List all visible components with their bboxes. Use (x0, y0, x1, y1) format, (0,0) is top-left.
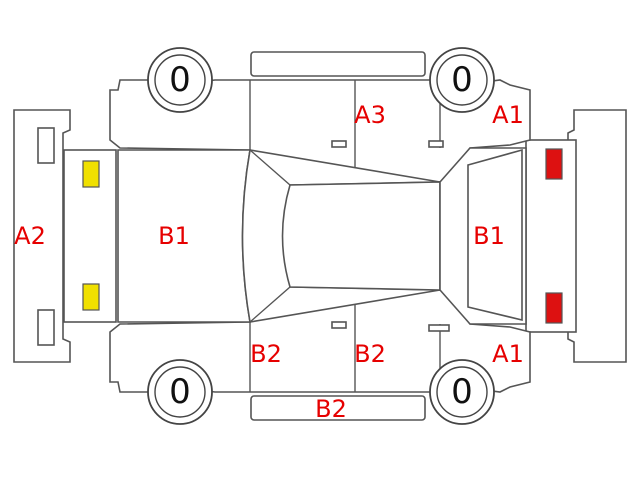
tire-front-right: 0 (147, 359, 213, 425)
rear-bumper (567, 109, 627, 363)
rear-window (467, 148, 523, 322)
front-bumper (13, 109, 71, 363)
tire-rear-left-value: 0 (451, 60, 473, 100)
label-rear-door-top: A3 (354, 101, 386, 129)
roof-edge-bottom (250, 395, 426, 421)
label-tailgate: B1 (473, 222, 505, 250)
tire-rear-left: 0 (429, 47, 495, 113)
label-rear-fender-bottom: A1 (492, 340, 524, 368)
tire-front-left: 0 (147, 47, 213, 113)
front-lamp-right (82, 283, 100, 311)
rear-lamp-right (545, 292, 563, 324)
label-rear-door-bottom: B2 (354, 340, 386, 368)
tire-rear-right-value: 0 (451, 372, 473, 412)
roof-edge-top (250, 51, 426, 77)
label-front-bumper: A2 (14, 222, 46, 250)
tire-front-left-value: 0 (169, 60, 191, 100)
cabin-top (241, 149, 441, 323)
rear-lamp-left (545, 148, 563, 180)
label-rear-fender-top: A1 (492, 101, 524, 129)
tire-rear-right: 0 (429, 359, 495, 425)
label-side-sill-bottom: B2 (315, 395, 347, 423)
label-hood: B1 (158, 222, 190, 250)
tire-front-right-value: 0 (169, 372, 191, 412)
label-front-door-bottom: B2 (250, 340, 282, 368)
front-lamp-left (82, 160, 100, 188)
